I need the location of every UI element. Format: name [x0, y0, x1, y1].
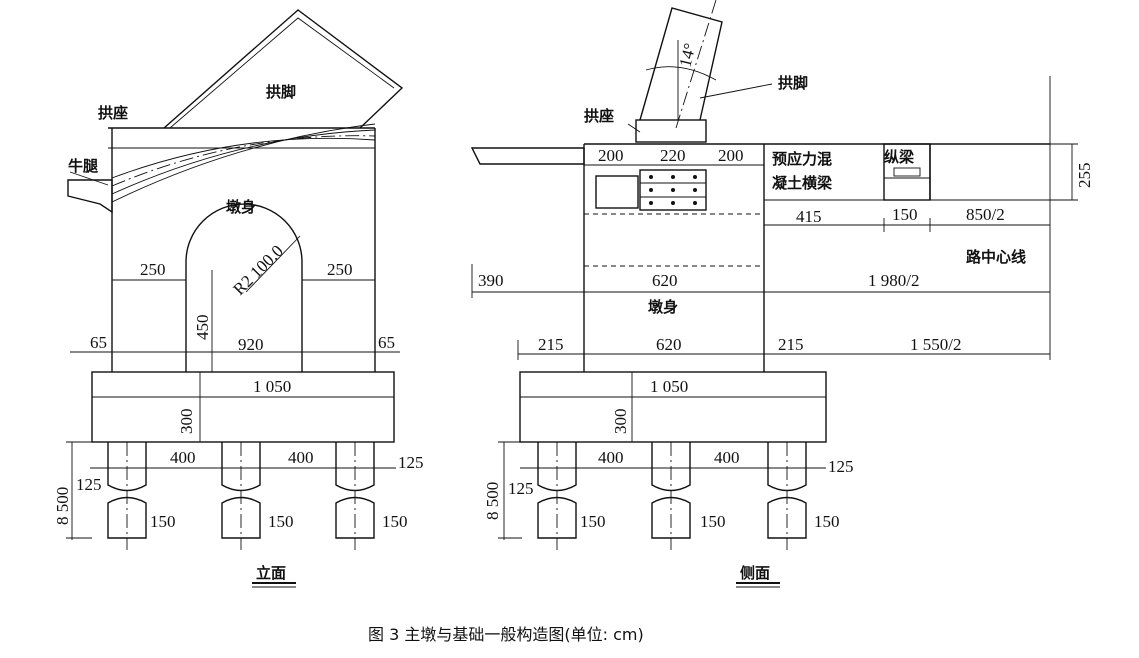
- side-view: 拱座 拱脚 14° 200 220 200 预应力混 凝土横梁 纵梁 255 4…: [470, 0, 1094, 588]
- corbel-shape: [67, 179, 113, 214]
- dim-620b: 620: [656, 335, 682, 354]
- side-dim-pile-dia-3: 150: [814, 512, 840, 531]
- dim-edge-right: 65: [378, 333, 395, 352]
- elevation-view-title: 立面: [256, 564, 286, 582]
- cantilever-slab: [470, 147, 585, 165]
- side-dim-pile-length: 8 500: [483, 482, 502, 520]
- elevation-view: 拱脚 拱座 牛腿 墩身 R2 100.0 250 250 450 65 920 …: [53, 9, 424, 588]
- dim-cap-width: 1 050: [253, 377, 291, 396]
- arch-foot-label: 拱脚: [266, 83, 296, 101]
- dim-390: 390: [478, 271, 504, 290]
- side-view-title: 侧面: [740, 564, 770, 582]
- bolt-dots: [649, 175, 697, 205]
- side-arch-foot: [639, 7, 723, 121]
- figure-caption: 图 3 主墩与基础一般构造图(单位: cm): [368, 625, 644, 644]
- dim-pile-spacing-2: 400: [288, 448, 314, 467]
- dim-pile-length: 8 500: [53, 487, 72, 525]
- side-dim-pile-spacing-2: 400: [714, 448, 740, 467]
- dim-edge-pile-left: 125: [76, 475, 102, 494]
- arched-opening: [185, 203, 303, 372]
- bolt-plate: [639, 169, 707, 211]
- arch-foot-block: [163, 9, 404, 129]
- dim-opening-width: 920: [238, 335, 264, 354]
- side-arch-seat-label: 拱座: [584, 107, 614, 125]
- side-dim-pile-spacing-1: 400: [598, 448, 624, 467]
- dim-1550: 1 550/2: [910, 335, 961, 354]
- dim-seat-1: 200: [598, 146, 624, 165]
- dim-cap-height: 300: [177, 409, 196, 435]
- side-dim-edge-pile-right: 125: [828, 457, 854, 476]
- elevation-piles: [107, 442, 375, 550]
- pile-cap: [91, 371, 395, 443]
- dim-seat-2: 220: [660, 146, 686, 165]
- dim-pile-dia-1: 150: [150, 512, 176, 531]
- dim-pile-spacing-1: 400: [170, 448, 196, 467]
- dim-seat-3: 200: [718, 146, 744, 165]
- dim-edge-pile-right: 125: [398, 453, 424, 472]
- dim-1980: 1 980/2: [868, 271, 919, 290]
- dim-620a: 620: [652, 271, 678, 290]
- side-piles: [537, 442, 807, 550]
- side-pier-body-label: 墩身: [648, 298, 678, 316]
- radius-label: R2 100.0: [229, 241, 287, 299]
- side-dim-pile-dia-1: 150: [580, 512, 606, 531]
- side-dim-pile-dia-2: 150: [700, 512, 726, 531]
- side-dim-cap-width: 1 050: [650, 377, 688, 396]
- side-arch-seat: [635, 119, 707, 143]
- arch-seat-label: 拱座: [98, 104, 128, 122]
- dim-pile-dia-3: 150: [382, 512, 408, 531]
- anchor-block: [595, 175, 639, 209]
- dim-side-left: 250: [140, 260, 166, 279]
- dim-pile-dia-2: 150: [268, 512, 294, 531]
- side-dim-edge-pile-left: 125: [508, 479, 534, 498]
- cross-beam-label-2: 凝土横梁: [772, 174, 833, 192]
- side-arch-foot-label: 拱脚: [778, 74, 808, 92]
- dim-side-right: 250: [327, 260, 353, 279]
- arch-rib-curve: [111, 123, 376, 203]
- side-dim-cap-height: 300: [611, 409, 630, 435]
- dim-850: 850/2: [966, 205, 1005, 224]
- corbel-label: 牛腿: [68, 157, 98, 175]
- dim-beam-height: 255: [1075, 163, 1094, 189]
- road-center-label: 路中心线: [966, 248, 1026, 266]
- cross-beam-label-1: 预应力混: [772, 150, 832, 168]
- long-beam-label: 纵梁: [884, 148, 915, 166]
- dim-215b: 215: [778, 335, 804, 354]
- side-pile-cap: [519, 371, 827, 443]
- dim-415: 415: [796, 207, 822, 226]
- dim-edge-left: 65: [90, 333, 107, 352]
- dim-150: 150: [892, 205, 918, 224]
- dim-215a: 215: [538, 335, 564, 354]
- dim-opening-height: 450: [193, 315, 212, 341]
- pier-body-label: 墩身: [226, 198, 256, 216]
